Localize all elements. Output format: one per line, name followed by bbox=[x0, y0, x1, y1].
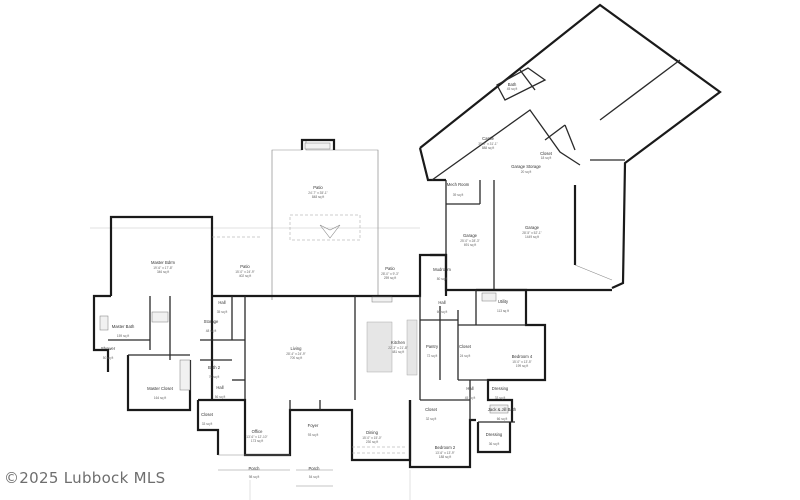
kitchen-label: Kitchen bbox=[391, 340, 406, 345]
dressing-label: Dressing bbox=[492, 386, 509, 391]
master-bedroom-label: Master Bdrm bbox=[151, 260, 175, 265]
hall-1-label: Hall bbox=[218, 300, 225, 305]
office-dim: 13'-6" x 12'-10" bbox=[246, 435, 267, 439]
bath-2-area: 70 sq ft bbox=[209, 375, 220, 379]
porch-left-label: Porch bbox=[249, 466, 261, 471]
bath-2-label: Bath 2 bbox=[208, 365, 221, 370]
pantry-area: 72 sq ft bbox=[427, 354, 438, 358]
garage-1-dim: 25'-0" x 28'-3" bbox=[460, 239, 480, 243]
dressing-area: 33 sq ft bbox=[495, 396, 506, 400]
master-closet-label: Master Closet bbox=[147, 386, 174, 391]
master-bedroom-dim: 19'-6" x 17'-8" bbox=[153, 266, 173, 270]
office-area: 173 sq ft bbox=[251, 439, 263, 443]
mech-area: 39 sq ft bbox=[453, 193, 464, 197]
patio-center-dim: 28'-0" x 9'-3" bbox=[381, 272, 399, 276]
closet-1-area: 24 sq ft bbox=[460, 354, 471, 358]
hall-2-area: 60 sq ft bbox=[437, 310, 448, 314]
garage-1-label: Garage bbox=[463, 233, 478, 238]
office-label: Office bbox=[252, 429, 264, 434]
hall-4-area: 45 sq ft bbox=[465, 396, 476, 400]
master-bedroom-area: 346 sq ft bbox=[157, 270, 169, 274]
jack-jill-bath-label: Jack & Jill Bath bbox=[488, 407, 517, 412]
closet-1-label: Closet bbox=[459, 344, 472, 349]
hall-4-label: Hall bbox=[466, 386, 473, 391]
patio-left-area: 402 sq ft bbox=[239, 274, 251, 278]
copyright-watermark: ©2025 Lubbock MLS bbox=[4, 469, 166, 487]
garage-storage-label: Garage Storage bbox=[511, 164, 541, 169]
living-label: Living bbox=[291, 346, 303, 351]
castle-label: Castle bbox=[482, 136, 495, 141]
living-dim: 28'-4" x 24'-9" bbox=[286, 352, 306, 356]
garage-2-area: 1449 sq ft bbox=[525, 235, 539, 239]
garage-storage-area: 20 sq ft bbox=[521, 170, 532, 174]
closet-2-area: 33 sq ft bbox=[202, 422, 213, 426]
bedroom-2-area: 188 sq ft bbox=[439, 455, 451, 459]
garage-1-area: 691 sq ft bbox=[464, 243, 476, 247]
porch-center-area: 54 sq ft bbox=[309, 475, 320, 479]
bedroom-4-area: 199 sq ft bbox=[516, 364, 528, 368]
patio-left-dim: 15'-0" x 24'-9" bbox=[235, 270, 255, 274]
castle-dim: 35'-0" x 31'-1" bbox=[478, 142, 498, 146]
east-wing bbox=[408, 288, 547, 469]
hall-3-label: Hall bbox=[216, 385, 223, 390]
bedroom-2-dim: 13'-6" x 13'-9" bbox=[435, 451, 455, 455]
bedroom-2-label: Bedroom 2 bbox=[435, 445, 456, 450]
closet-2-label: Closet bbox=[201, 412, 214, 417]
hall-1-area: 35 sq ft bbox=[217, 310, 228, 314]
north-east-wing bbox=[418, 3, 722, 292]
closet-area: 18 sq ft bbox=[541, 156, 552, 160]
shower-label: Shower bbox=[101, 346, 116, 351]
bedroom-4-label: Bedroom 4 bbox=[512, 354, 533, 359]
utility-label: Utility bbox=[498, 299, 509, 304]
jack-jill-bath-area: 66 sq ft bbox=[497, 417, 508, 421]
kitchen-dim: 22'-3" x 21'-8" bbox=[388, 346, 408, 350]
pantry-label: Pantry bbox=[426, 344, 439, 349]
storage-label: Storage bbox=[204, 319, 219, 324]
master-bath-label: Master Bath bbox=[112, 324, 135, 329]
foyer-label: Foyer bbox=[308, 423, 319, 428]
dining-dim: 15'-0" x 15'-0" bbox=[362, 436, 382, 440]
master-bath-area: 159 sq ft bbox=[117, 334, 129, 338]
foyer-area: 93 sq ft bbox=[308, 433, 319, 437]
patio-top-area: 848 sq ft bbox=[312, 195, 324, 199]
mech-label: Mech Room bbox=[447, 182, 470, 187]
patio-top bbox=[271, 138, 379, 300]
garage-2-dim: 28'-5" x 52'-1" bbox=[522, 231, 542, 235]
hall-2-label: Hall bbox=[438, 300, 445, 305]
shower-area: 50 sq ft bbox=[103, 356, 114, 360]
patio-top-label: Patio bbox=[313, 185, 323, 190]
dining-area: 230 sq ft bbox=[366, 440, 378, 444]
room-labels: Castle 35'-0" x 31'-1" 888 sq ft Bath 45… bbox=[101, 82, 553, 479]
bath-area: 45 sq ft bbox=[507, 87, 518, 91]
castle-area: 888 sq ft bbox=[482, 146, 494, 150]
closet-label: Closet bbox=[540, 151, 553, 156]
garage-2-label: Garage bbox=[525, 225, 540, 230]
master-suite bbox=[92, 215, 260, 412]
bedroom-4-dim: 15'-0" x 13'-5" bbox=[512, 360, 532, 364]
patio-center-label: Patio bbox=[385, 266, 395, 271]
dressing-2-label: Dressing bbox=[486, 432, 503, 437]
mudroom-label: Mudroom bbox=[433, 267, 451, 272]
mudroom-area: 80 sq ft bbox=[437, 277, 448, 281]
dining-label: Dining bbox=[366, 430, 379, 435]
porch-left-area: 98 sq ft bbox=[249, 475, 260, 479]
kitchen-area: 481 sq ft bbox=[392, 350, 404, 354]
bath-label: Bath bbox=[508, 82, 517, 87]
dressing-2-area: 36 sq ft bbox=[489, 442, 500, 446]
closet-3-label: Closet bbox=[425, 407, 438, 412]
patio-center-area: 259 sq ft bbox=[384, 276, 396, 280]
master-closet-area: 164 sq ft bbox=[154, 396, 166, 400]
storage-area: 48 sq ft bbox=[206, 329, 217, 333]
closet-3-area: 32 sq ft bbox=[426, 417, 437, 421]
utility-area: 113 sq ft bbox=[497, 309, 509, 313]
patio-top-dim: 24'-7" x 35'-1" bbox=[308, 191, 328, 195]
main-body bbox=[196, 253, 459, 487]
porch-center-label: Porch bbox=[309, 466, 321, 471]
hall-3-area: 56 sq ft bbox=[215, 395, 226, 399]
living-area: 700 sq ft bbox=[290, 356, 302, 360]
patio-left-label: Patio bbox=[240, 264, 250, 269]
